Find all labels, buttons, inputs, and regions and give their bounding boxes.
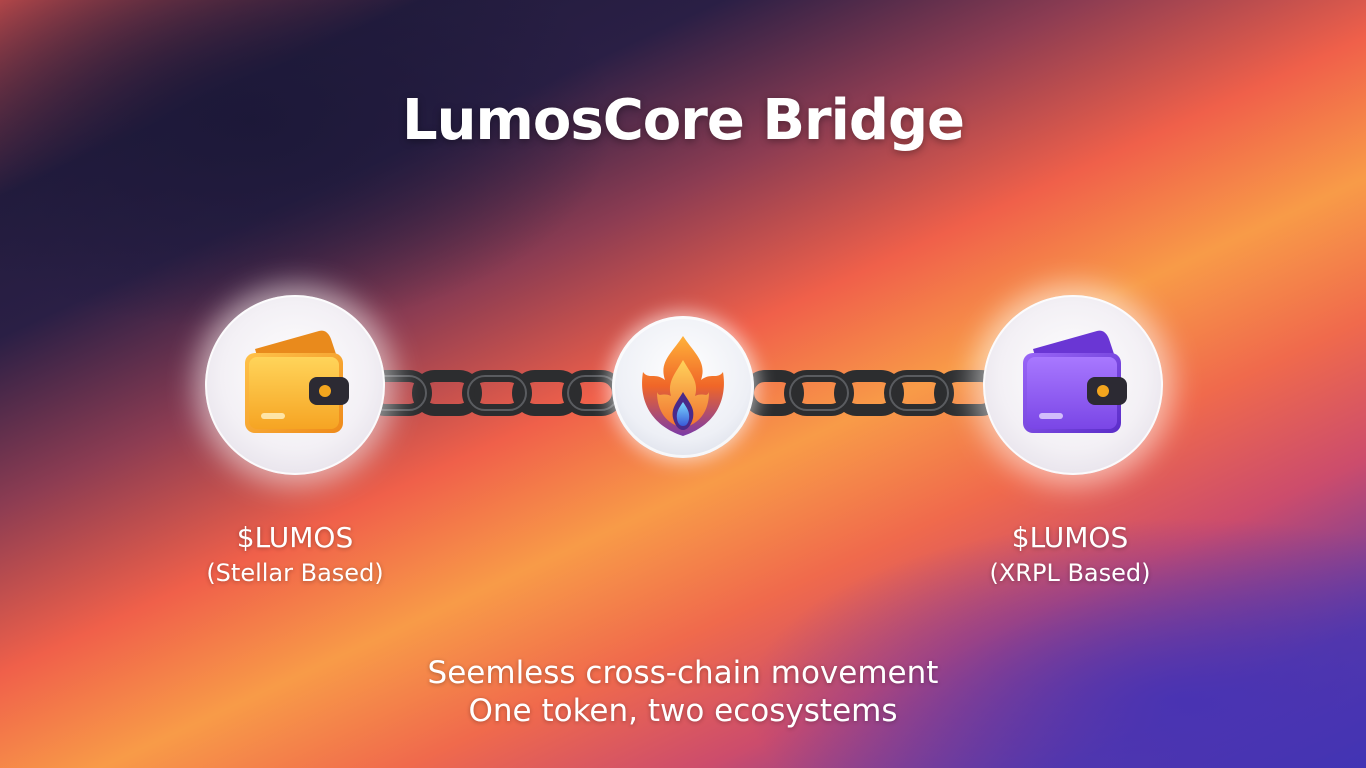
stellar-wallet-badge: [205, 295, 385, 475]
chain-link-right-icon: [742, 370, 1004, 416]
xrpl-token-label: $LUMOS (XRPL Based): [945, 520, 1195, 590]
wallet-icon: [245, 330, 349, 433]
lumoscore-logo-badge: [612, 316, 754, 458]
token-name: $LUMOS: [236, 521, 354, 554]
stellar-token-label: $LUMOS (Stellar Based): [170, 520, 420, 590]
token-network: (Stellar Based): [206, 559, 384, 587]
wallet-icon: [1023, 330, 1127, 433]
page-title: LumosCore Bridge: [401, 87, 965, 153]
tagline-line-1: Seemless cross-chain movement: [427, 655, 939, 691]
xrpl-wallet-badge: [983, 295, 1163, 475]
token-name: $LUMOS: [1011, 521, 1129, 554]
flame-logo-icon: [642, 336, 724, 436]
chain-link-left-icon: [362, 370, 624, 416]
tagline: Seemless cross-chain movement One token,…: [0, 654, 1366, 730]
tagline-line-2: One token, two ecosystems: [468, 693, 898, 729]
token-network: (XRPL Based): [989, 559, 1151, 587]
